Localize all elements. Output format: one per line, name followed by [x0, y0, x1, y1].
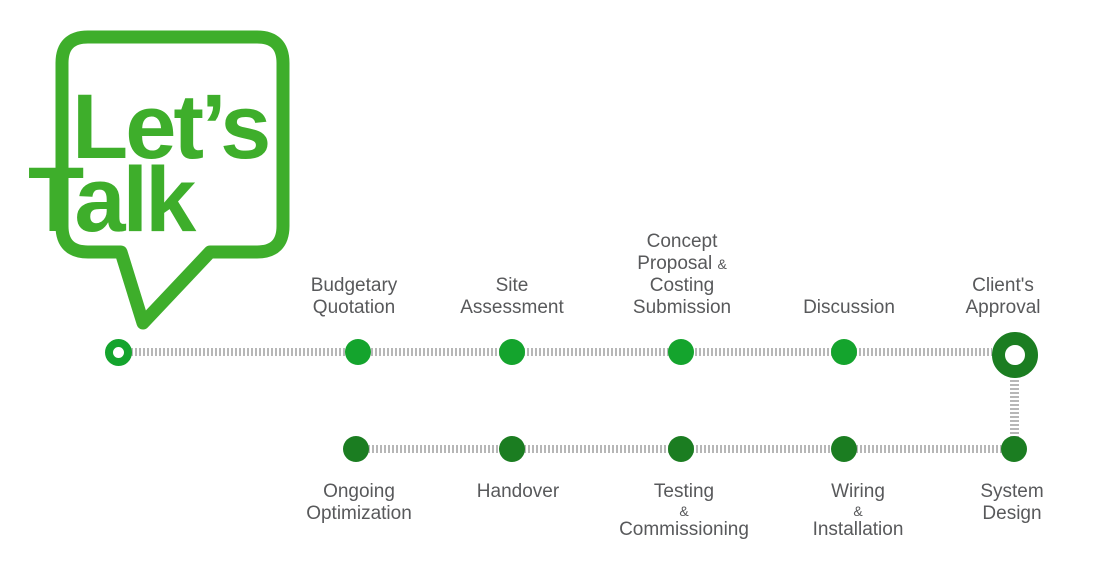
step-dot-discussion — [831, 339, 857, 365]
step-label-testing-commissioning: Testing & Commissioning — [619, 481, 749, 540]
step-label-concept-proposal: Concept Proposal & Costing Submission — [632, 231, 732, 318]
step-dot-ongoing-optimization — [343, 436, 369, 462]
step-label-budgetary-quotation: Budgetary Quotation — [310, 275, 398, 318]
step-dot-budgetary-quotation — [345, 339, 371, 365]
timeline-start-node — [105, 339, 132, 366]
logo-text-lets: Let’s — [72, 76, 268, 178]
top-timeline-line — [131, 348, 992, 356]
ampersand: & — [679, 503, 689, 519]
step-dot-wiring-installation — [831, 436, 857, 462]
step-label-site-assessment: Site Assessment — [460, 275, 564, 318]
ampersand: & — [717, 256, 727, 272]
step-label-wiring-installation: Wiring & Installation — [812, 481, 904, 540]
step-label-clients-approval: Client's Approval — [965, 275, 1041, 318]
step-label-discussion: Discussion — [803, 297, 895, 318]
lets-talk-logo: Let’s Talk — [28, 30, 290, 330]
step-label-ongoing-optimization: Ongoing Optimization — [306, 481, 412, 524]
step-label-system-design: System Design — [980, 481, 1044, 524]
speech-bubble-icon — [55, 30, 290, 330]
logo-text-talk: Talk — [28, 149, 197, 251]
approval-to-design-connector-line — [1010, 380, 1019, 440]
step-label-handover: Handover — [476, 481, 560, 502]
step-dot-concept-proposal — [668, 339, 694, 365]
step-dot-system-design — [1001, 436, 1027, 462]
ampersand: & — [853, 503, 863, 519]
step-ring-clients-approval — [992, 332, 1038, 378]
step-dot-site-assessment — [499, 339, 525, 365]
step-dot-testing-commissioning — [668, 436, 694, 462]
step-dot-handover — [499, 436, 525, 462]
